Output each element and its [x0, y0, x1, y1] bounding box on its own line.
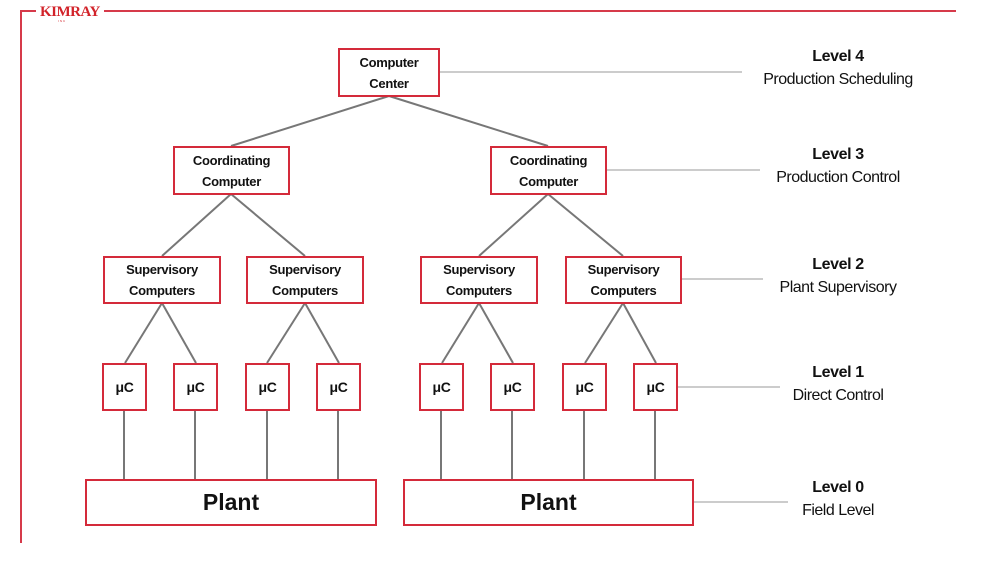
computer-center-node: Computer Center — [338, 48, 440, 97]
kimray-logo: KIMRAY — [40, 4, 100, 20]
link-center-coord-right — [388, 95, 549, 147]
level-title: Level 4 — [812, 48, 864, 65]
supervisory-computers-node: Supervisory Computers — [420, 256, 538, 304]
level-title: Level 2 — [812, 256, 864, 273]
microcontroller-node: μC — [562, 363, 607, 411]
link-coordL-sup1 — [161, 193, 232, 257]
microcontroller-label: μC — [432, 378, 451, 395]
microcontroller-node: μC — [173, 363, 218, 411]
microcontroller-label: μC — [115, 378, 134, 395]
coordinating-computer-label: Coordinating Computer — [509, 152, 588, 189]
coordinating-computer-label: Coordinating Computer — [192, 152, 271, 189]
supervisory-computers-node: Supervisory Computers — [103, 256, 221, 304]
microcontroller-node: μC — [102, 363, 147, 411]
coordinating-computer-node: Coordinating Computer — [173, 146, 290, 195]
link-sup1-uc1 — [124, 302, 163, 364]
coordinating-computer-node: Coordinating Computer — [490, 146, 607, 195]
link-coordR-sup3 — [478, 193, 549, 257]
level-title: Level 3 — [812, 146, 864, 163]
microcontroller-label: μC — [329, 378, 348, 395]
level-subtitle: Production Control — [776, 169, 900, 186]
link-center-coord-left — [230, 95, 390, 147]
frame-top-left-line — [20, 10, 36, 12]
level-subtitle: Direct Control — [792, 387, 884, 404]
supervisory-computers-node: Supervisory Computers — [565, 256, 682, 304]
kimray-logo-sub: INC — [58, 19, 67, 23]
plant-label: Plant — [520, 489, 577, 515]
link-sup4-uc7 — [584, 302, 624, 364]
plant-node: Plant — [85, 479, 377, 526]
microcontroller-node: μC — [245, 363, 290, 411]
level-2-label: Level 2 Plant Supervisory — [738, 254, 938, 300]
microcontroller-label: μC — [575, 378, 594, 395]
link-sup2-uc3 — [266, 302, 306, 364]
microcontroller-node: μC — [316, 363, 361, 411]
supervisory-computers-label: Supervisory Computers — [587, 262, 660, 298]
supervisory-computers-label: Supervisory Computers — [269, 262, 341, 298]
link-sup3-uc5 — [441, 302, 480, 364]
level-subtitle: Field Level — [802, 502, 874, 519]
level-4-label: Level 4 Production Scheduling — [738, 46, 938, 92]
microcontroller-label: μC — [646, 378, 665, 395]
link-coordR-sup4 — [547, 193, 624, 257]
microcontroller-node: μC — [419, 363, 464, 411]
microcontroller-label: μC — [503, 378, 522, 395]
level-subtitle: Production Scheduling — [763, 71, 913, 88]
frame-left-line — [20, 10, 22, 543]
plant-label: Plant — [202, 489, 260, 515]
microcontroller-label: μC — [186, 378, 205, 395]
supervisory-computers-label: Supervisory Computers — [443, 262, 515, 298]
level-title: Level 0 — [812, 479, 864, 496]
level-0-label: Level 0 Field Level — [738, 477, 938, 523]
level-3-label: Level 3 Production Control — [738, 144, 938, 190]
microcontroller-node: μC — [633, 363, 678, 411]
level-1-label: Level 1 Direct Control — [738, 362, 938, 408]
level-subtitle: Plant Supervisory — [779, 279, 897, 296]
supervisory-computers-label: Supervisory Computers — [126, 262, 198, 298]
link-coordL-sup2 — [230, 193, 306, 257]
link-sup4-uc8 — [622, 302, 657, 364]
microcontroller-node: μC — [490, 363, 535, 411]
supervisory-computers-node: Supervisory Computers — [246, 256, 364, 304]
level-title: Level 1 — [812, 364, 864, 381]
link-sup2-uc4 — [304, 302, 340, 364]
computer-center-label: Computer Center — [359, 54, 419, 91]
frame-top-line — [104, 10, 956, 12]
link-sup1-uc2 — [161, 302, 197, 364]
plant-node: Plant — [403, 479, 694, 526]
link-sup3-uc6 — [478, 302, 514, 364]
microcontroller-label: μC — [258, 378, 277, 395]
